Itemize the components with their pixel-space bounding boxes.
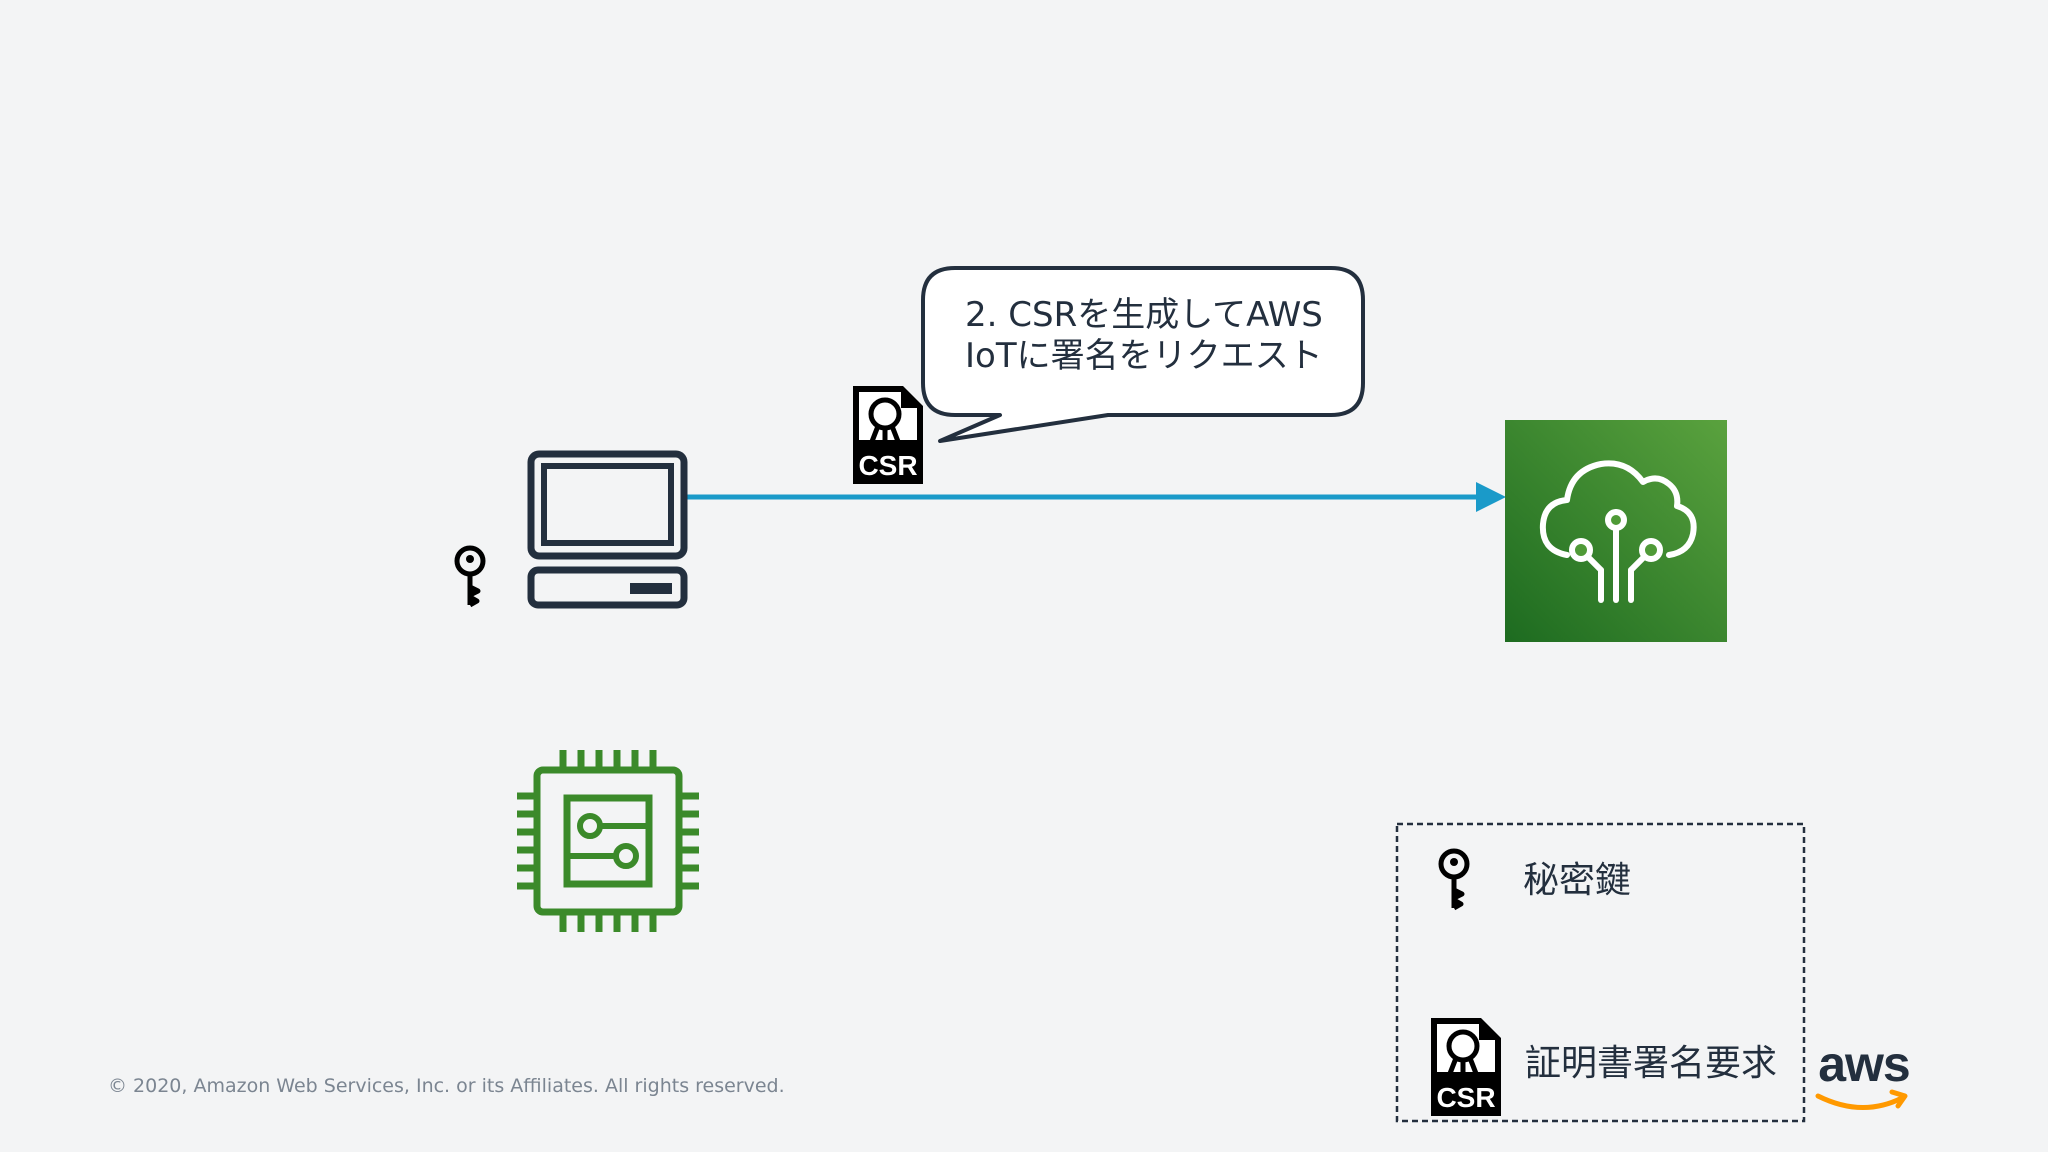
request-arrow (687, 482, 1506, 512)
legend-private-key-label: 秘密鍵 (1523, 860, 1632, 901)
speech-bubble (921, 266, 1365, 443)
aws-logo-text: aws (1818, 1038, 1910, 1092)
copyright-footer: © 2020, Amazon Web Services, Inc. or its… (108, 1075, 785, 1097)
csr-document-icon: CSR (853, 386, 923, 484)
legend-csr-badge-label: CSR (1436, 1082, 1495, 1113)
aws-iot-core-icon (1505, 420, 1727, 642)
legend-csr-document-icon: CSR (1431, 1018, 1501, 1116)
laptop-icon (527, 450, 688, 609)
callout-line-1: 2. CSRを生成してAWS (965, 295, 1323, 335)
aws-logo: aws (1815, 1038, 1911, 1110)
legend-csr-label: 証明書署名要求 (1525, 1043, 1778, 1084)
legend-box (1395, 822, 1806, 1123)
key-icon (454, 545, 486, 608)
csr-badge-label: CSR (858, 450, 917, 481)
legend-key-icon (1438, 848, 1470, 911)
callout-text: 2. CSRを生成してAWS IoTに署名をリクエスト (965, 295, 1365, 377)
callout-line-2: IoTに署名をリクエスト (965, 336, 1323, 376)
microchip-icon (517, 750, 699, 932)
